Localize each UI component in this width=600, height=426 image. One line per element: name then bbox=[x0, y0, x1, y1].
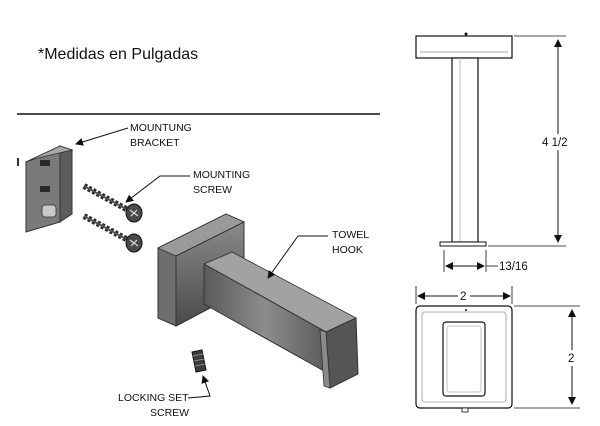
label-towel-hook: TOWEL HOOK bbox=[267, 229, 369, 279]
mounting-screw-lower bbox=[82, 213, 143, 253]
side-view bbox=[415, 32, 513, 247]
locking-set-screw bbox=[191, 349, 207, 373]
towel-hook bbox=[157, 213, 359, 389]
label-screw-line1: MOUNTING bbox=[193, 169, 250, 181]
label-locking-set-screw: LOCKING SET SCREW bbox=[118, 375, 211, 419]
dimension-base-thickness-label: 13/16 bbox=[499, 261, 528, 273]
label-mounting-screw: MOUNTING SCREW bbox=[125, 169, 250, 203]
mounting-bracket bbox=[17, 145, 74, 233]
units-note: *Medidas en Pulgadas bbox=[38, 46, 199, 63]
dimension-base-thickness: 13/16 bbox=[443, 250, 528, 273]
dimension-height-label: 4 1/2 bbox=[542, 137, 568, 149]
dimension-plate-height: 2 bbox=[514, 305, 580, 409]
front-view bbox=[415, 305, 513, 413]
dimension-plate-width: 2 bbox=[415, 286, 513, 304]
mounting-screw-upper bbox=[82, 183, 143, 223]
label-set-screw-line2: SCREW bbox=[150, 407, 189, 419]
dimension-height: 4 1/2 bbox=[488, 35, 576, 247]
label-bracket-line1: MOUNTUNG bbox=[130, 122, 192, 134]
label-bracket-line2: BRACKET bbox=[130, 137, 180, 149]
label-set-screw-line1: LOCKING SET bbox=[118, 392, 189, 404]
label-screw-line2: SCREW bbox=[193, 184, 232, 196]
dimension-plate-width-label: 2 bbox=[460, 291, 466, 303]
label-hook-line2: HOOK bbox=[332, 244, 363, 256]
dimension-plate-height-label: 2 bbox=[568, 353, 574, 365]
label-mounting-bracket: MOUNTUNG BRACKET bbox=[75, 122, 192, 149]
label-hook-line1: TOWEL bbox=[332, 229, 369, 241]
